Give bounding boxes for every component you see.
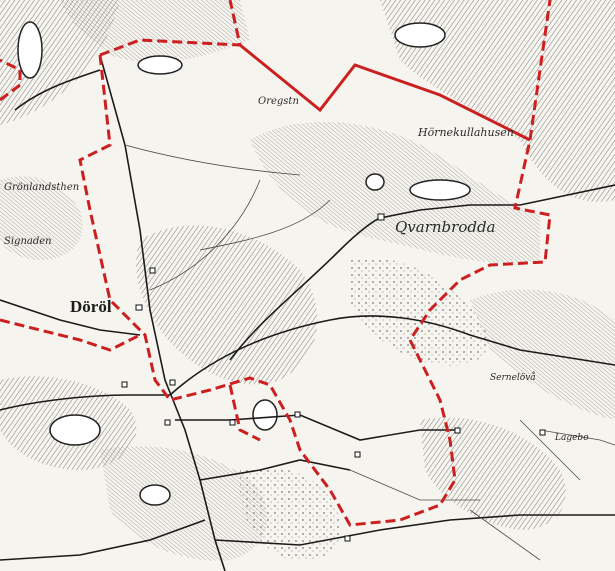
label-grolandsth: Grönlandsthen	[4, 182, 79, 193]
boundary-solid	[239, 43, 531, 142]
hill-tops	[17, 21, 471, 506]
label-signaden: Signaden	[4, 236, 52, 247]
boundary-lines	[0, 0, 552, 527]
label-qvarnbrodda: Qvarnbrodda	[395, 218, 496, 236]
label-hemukullahusen: Hörnekullahusen	[417, 126, 514, 139]
label-lagebo: Lagebo	[554, 433, 589, 443]
roads	[0, 54, 615, 571]
label-oregstn: Oregstn	[258, 96, 299, 107]
paths-thin	[124, 144, 615, 561]
label-dorel: Döröl	[70, 297, 112, 316]
settlement-markers	[121, 213, 546, 542]
label-serneluva: Sernelövå	[490, 371, 536, 383]
